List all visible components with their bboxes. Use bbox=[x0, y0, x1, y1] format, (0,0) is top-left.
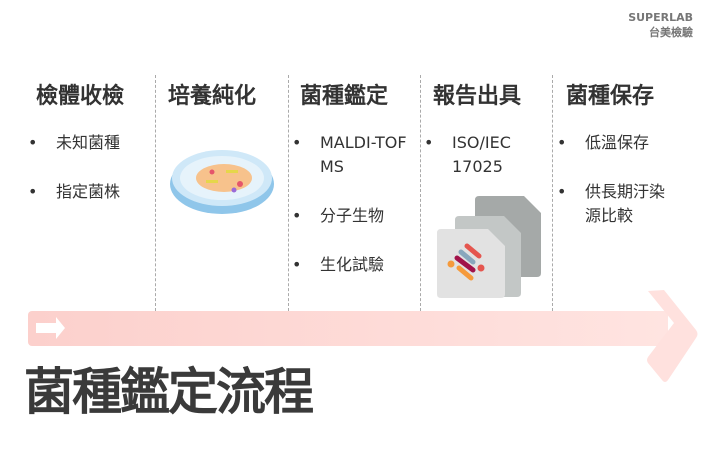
arrow-right-icon bbox=[36, 317, 65, 339]
brand-logo: SUPERLAB 台美檢驗 bbox=[628, 10, 693, 40]
column-heading: 菌種鑑定 bbox=[300, 84, 389, 109]
column-storage: 菌種保存 bbox=[566, 78, 654, 110]
list-item: ISO/IEC 17025 bbox=[424, 131, 534, 179]
column-heading: 報告出具 bbox=[433, 84, 522, 109]
divider bbox=[552, 75, 553, 311]
column-heading: 檢體收檢 bbox=[36, 84, 125, 109]
column-heading: 培養純化 bbox=[168, 84, 257, 109]
column-culture: 培養純化 bbox=[168, 78, 256, 110]
report-list: ISO/IEC 17025 bbox=[424, 131, 534, 204]
list-item: 供長期汙染源比較 bbox=[557, 180, 677, 228]
column-heading: 菌種保存 bbox=[566, 84, 655, 109]
identify-list: MALDI-TOF MS 分子生物 生化試驗 bbox=[292, 131, 417, 302]
divider bbox=[155, 75, 156, 311]
storage-list: 低溫保存 供長期汙染源比較 bbox=[557, 131, 677, 253]
list-item: 指定菌株 bbox=[28, 180, 153, 204]
list-item: 低溫保存 bbox=[557, 131, 677, 155]
process-arrow bbox=[28, 290, 698, 382]
list-item: 未知菌種 bbox=[28, 131, 153, 155]
column-receive: 檢體收檢 bbox=[36, 78, 124, 110]
list-item: 分子生物 bbox=[292, 204, 417, 228]
divider bbox=[288, 75, 289, 311]
column-report: 報告出具 bbox=[433, 78, 521, 110]
list-item: 生化試驗 bbox=[292, 253, 417, 277]
receive-list: 未知菌種 指定菌株 bbox=[28, 131, 153, 229]
brand-subtitle: 台美檢驗 bbox=[649, 26, 693, 39]
documents-icon bbox=[437, 196, 541, 298]
divider bbox=[420, 75, 421, 311]
page-title: 菌種鑑定流程 bbox=[24, 362, 314, 421]
brand-name: SUPERLAB bbox=[628, 11, 693, 24]
column-identify: 菌種鑑定 bbox=[300, 78, 388, 110]
list-item: MALDI-TOF MS bbox=[292, 131, 417, 179]
petri-dish-icon bbox=[170, 150, 274, 214]
